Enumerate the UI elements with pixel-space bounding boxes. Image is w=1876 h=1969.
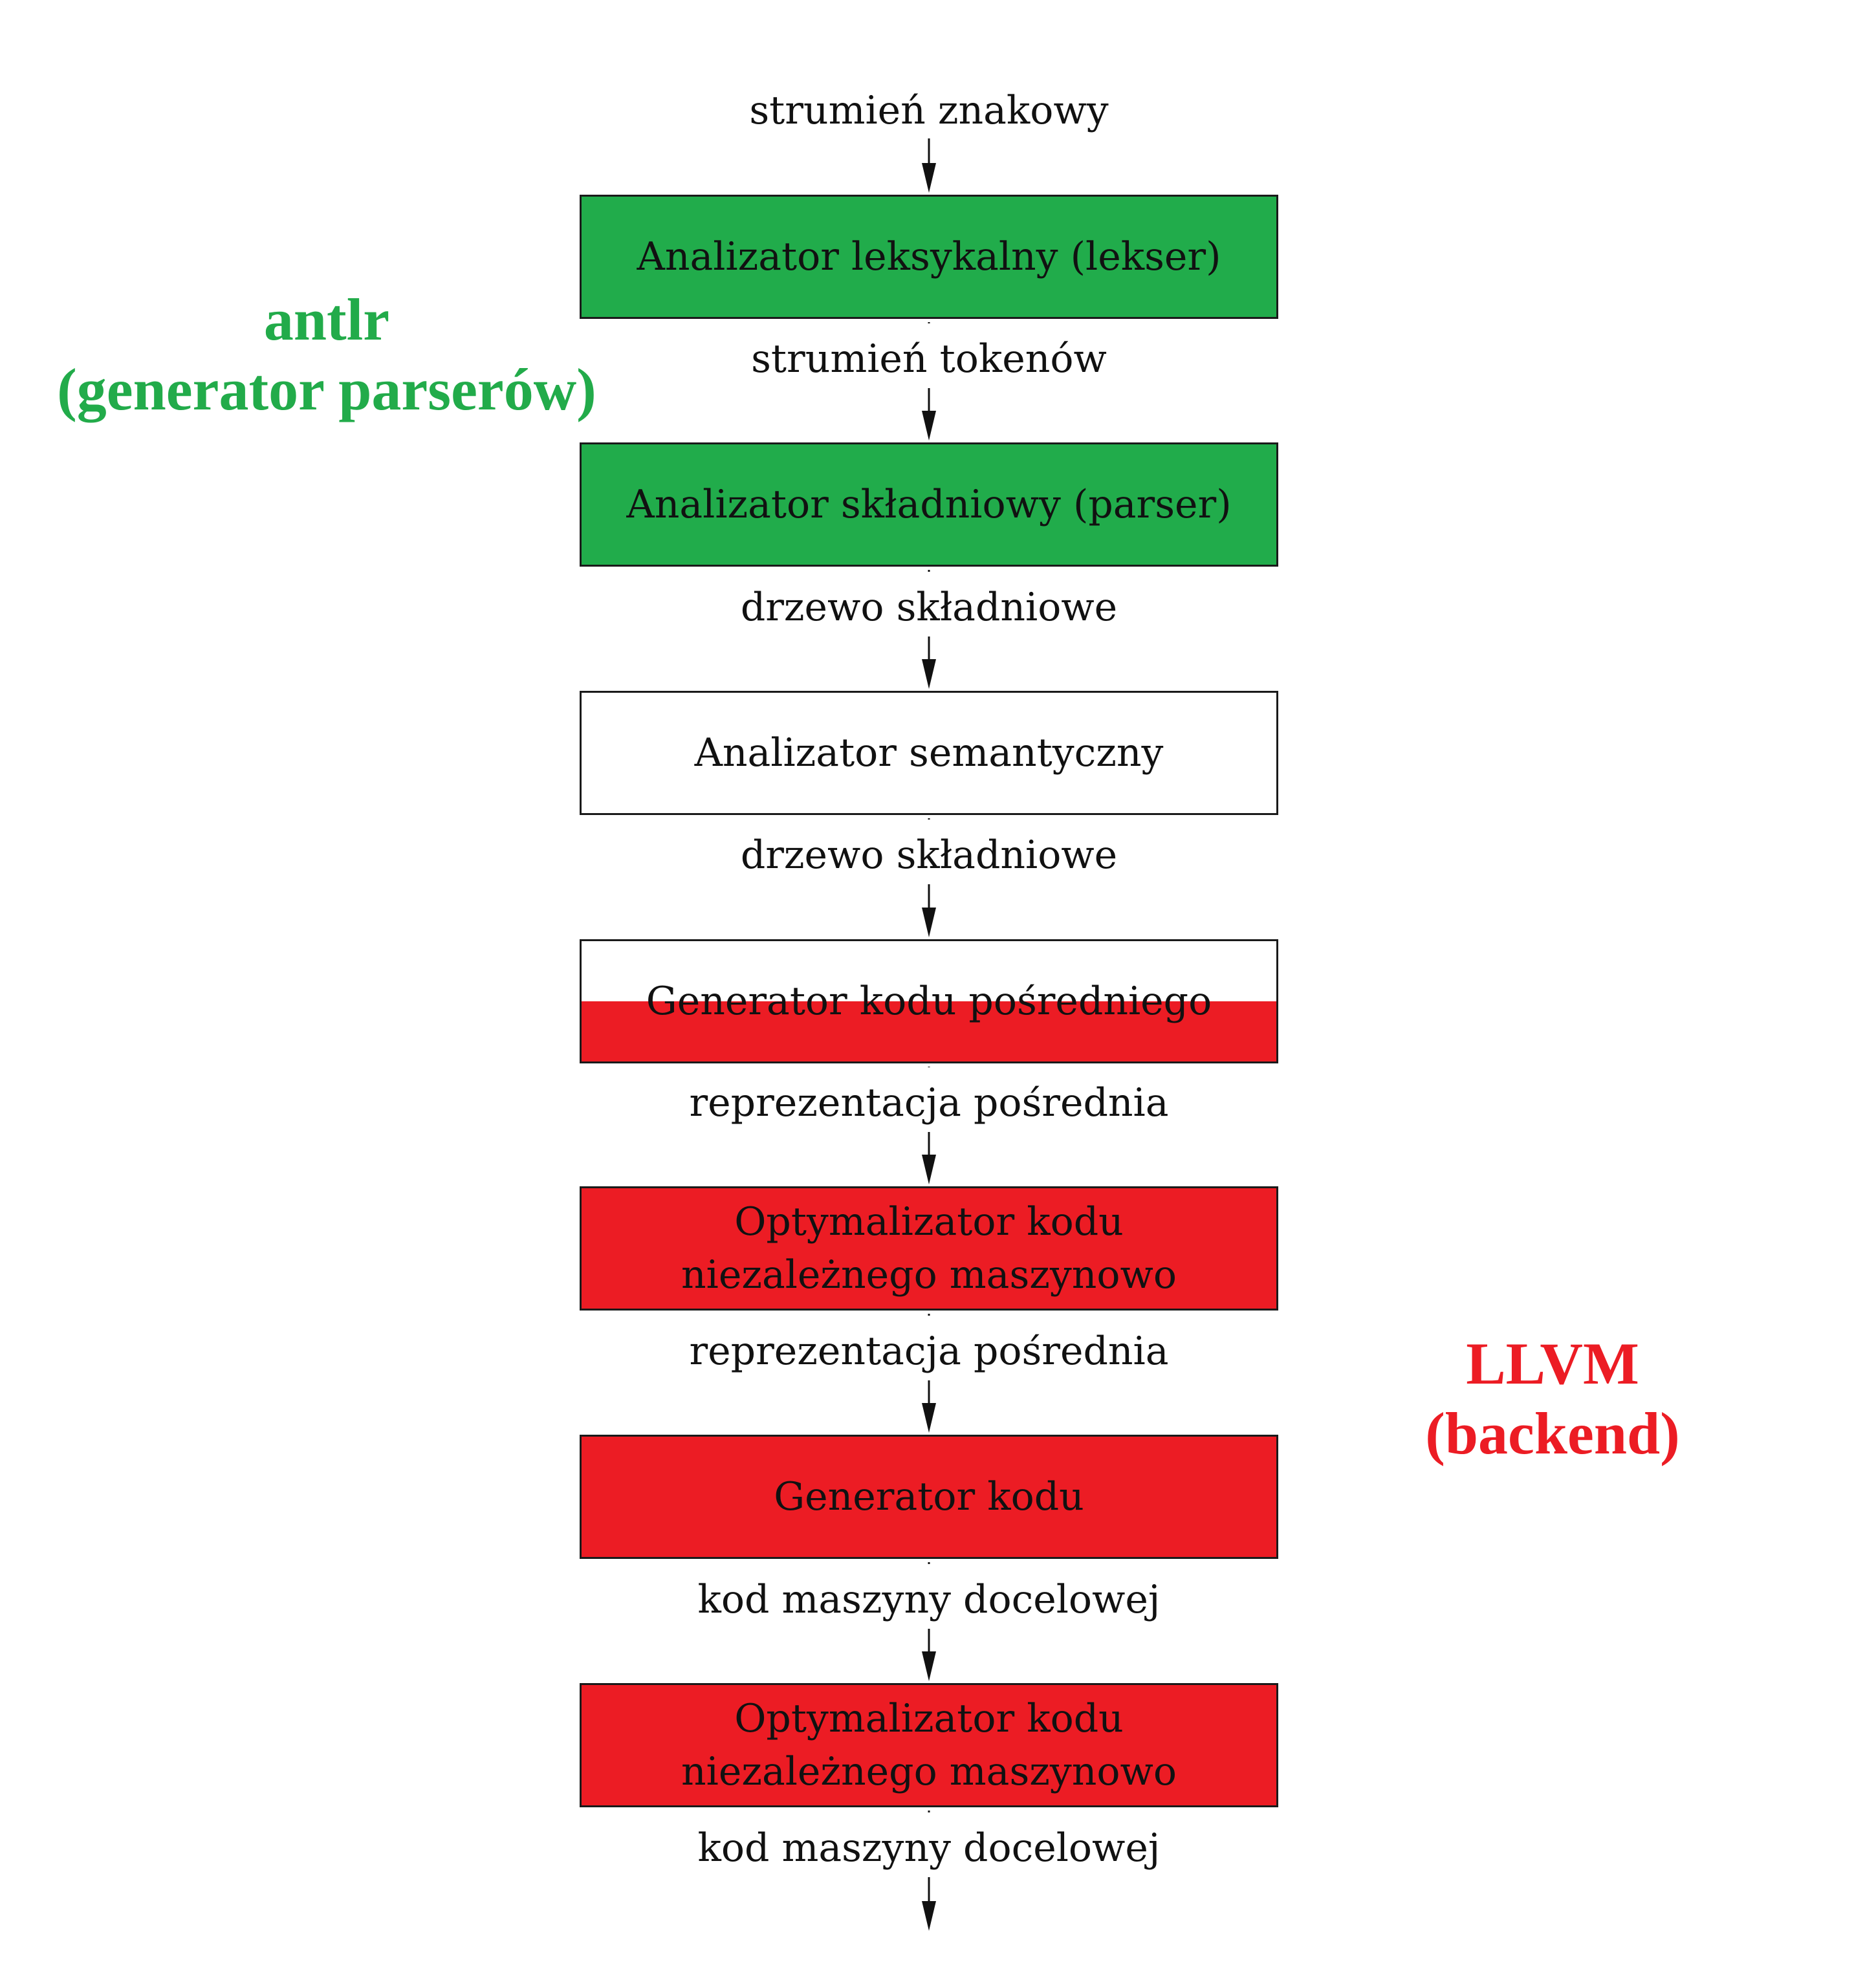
stage-code-generator-text: Generator kodu bbox=[774, 1474, 1084, 1519]
flow-label-target-code-2: kod maszyny docelowej bbox=[697, 1825, 1161, 1871]
stage-code-generator: Generator kodu bbox=[580, 1435, 1278, 1559]
flow-label-syntax-tree-1: drzewo składniowe bbox=[740, 585, 1118, 630]
flow-label-tokens: strumień tokenów bbox=[751, 336, 1107, 382]
stage-final-optimizer-line-1: Optymalizator kodu bbox=[734, 1696, 1124, 1741]
flow-label-target-code-1: kod maszyny docelowej bbox=[697, 1577, 1161, 1622]
arrowhead bbox=[922, 411, 936, 441]
stage-parser-text: Analizator składniowy (parser) bbox=[626, 482, 1232, 527]
flow-label-input: strumień znakowy bbox=[749, 88, 1109, 133]
flow-label-ir-1: reprezentacja pośrednia bbox=[689, 1080, 1169, 1126]
llvm-annotation-subtitle: (backend) bbox=[1425, 1400, 1680, 1466]
flow-label-syntax-tree-2: drzewo składniowe bbox=[740, 832, 1118, 878]
arrowhead bbox=[922, 1403, 936, 1433]
stage-ir-generator: Generator kodu pośredniego bbox=[580, 939, 1278, 1063]
stage-lexer-text: Analizator leksykalny (lekser) bbox=[637, 234, 1221, 279]
stage-lexer: Analizator leksykalny (lekser) bbox=[580, 195, 1278, 319]
flow-label-ir-2: reprezentacja pośrednia bbox=[689, 1329, 1169, 1374]
arrowhead bbox=[922, 659, 936, 689]
stage-ir-generator-text: Generator kodu pośredniego bbox=[646, 979, 1212, 1024]
stage-final-optimizer-line-2: niezależnego maszynowo bbox=[681, 1749, 1177, 1794]
arrowhead bbox=[922, 1901, 936, 1931]
arrowhead bbox=[922, 1651, 936, 1681]
stage-machine-independent-optimizer-line-2: niezależnego maszynowo bbox=[681, 1252, 1177, 1298]
antlr-annotation-title: antlr bbox=[263, 287, 390, 353]
stage-machine-independent-optimizer: Optymalizator kodu niezależnego maszynow… bbox=[580, 1186, 1278, 1311]
arrowhead bbox=[922, 908, 936, 937]
stage-semantic-analyzer: Analizator semantyczny bbox=[580, 691, 1278, 815]
arrowhead bbox=[922, 1155, 936, 1184]
llvm-annotation: LLVM (backend) bbox=[1365, 1329, 1740, 1468]
stage-semantic-analyzer-text: Analizator semantyczny bbox=[694, 730, 1164, 776]
stage-machine-independent-optimizer-line-1: Optymalizator kodu bbox=[734, 1199, 1124, 1245]
stage-parser: Analizator składniowy (parser) bbox=[580, 442, 1278, 567]
arrowhead bbox=[922, 163, 936, 193]
antlr-annotation-subtitle: (generator parserów) bbox=[57, 356, 596, 422]
llvm-annotation-title: LLVM bbox=[1466, 1331, 1639, 1397]
antlr-annotation: antlr (generator parserów) bbox=[26, 285, 627, 424]
stage-final-optimizer: Optymalizator kodu niezależnego maszynow… bbox=[580, 1683, 1278, 1807]
